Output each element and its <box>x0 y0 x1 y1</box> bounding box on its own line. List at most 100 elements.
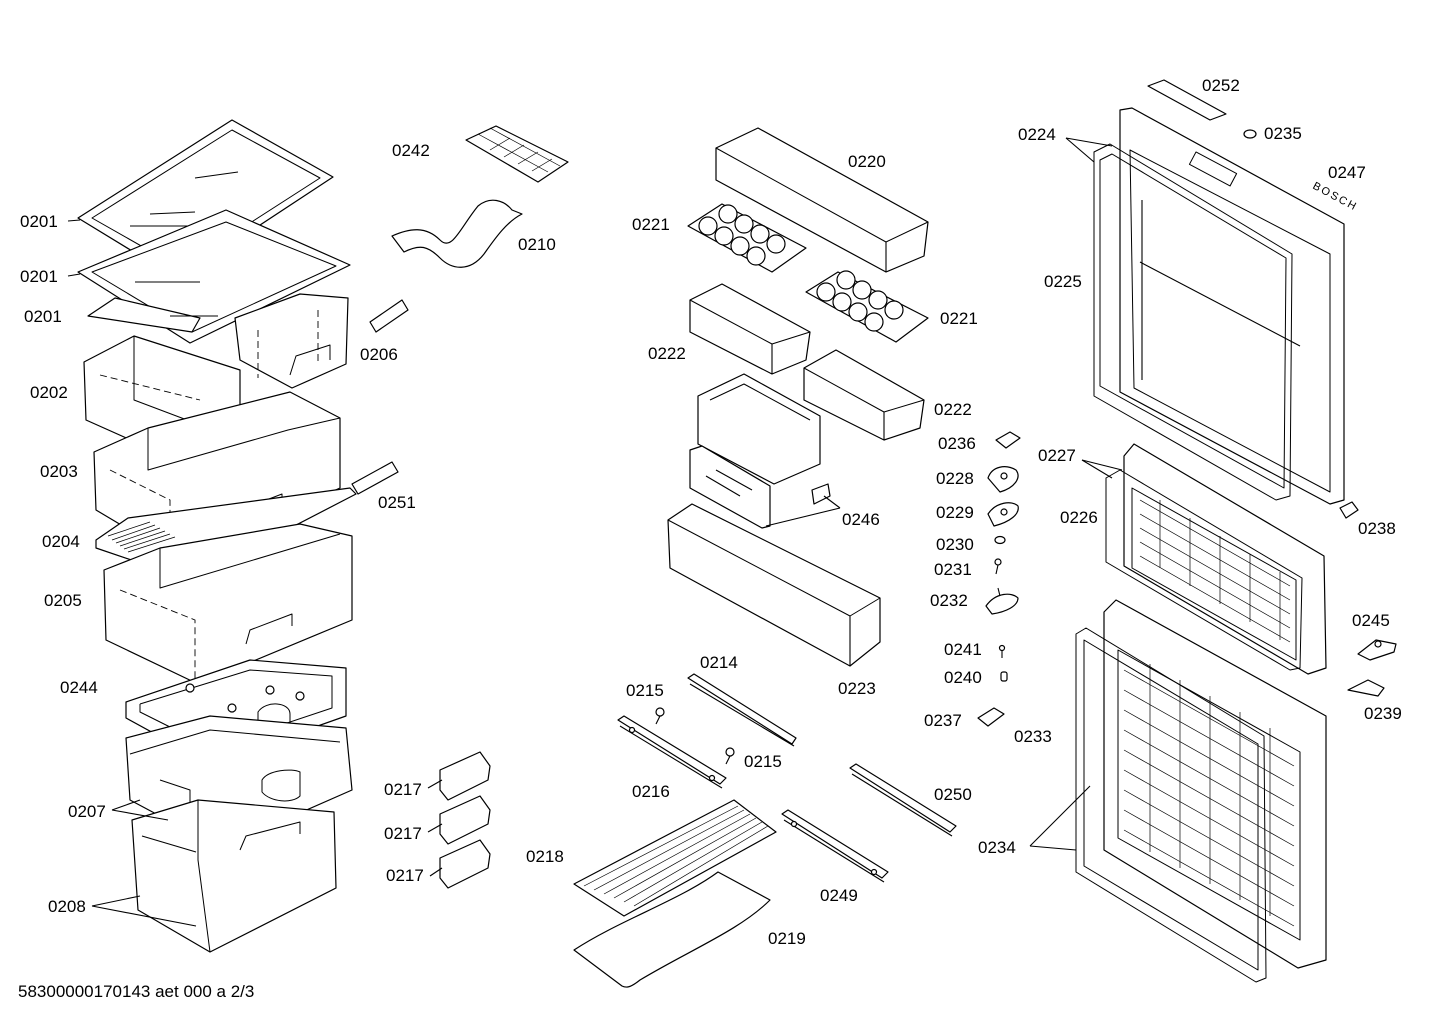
label-0221-b: 0221 <box>940 309 978 328</box>
leader-lines <box>67 137 1123 927</box>
door-shelf-0222-b <box>803 349 925 441</box>
label-0222-a: 0222 <box>648 344 686 363</box>
screw-0215-b <box>725 747 735 765</box>
label-0220: 0220 <box>848 152 886 171</box>
rail-0216 <box>617 715 727 789</box>
freezer-door-lower <box>1103 599 1327 969</box>
label-0201-b: 0201 <box>20 267 58 286</box>
label-0204: 0204 <box>42 532 80 551</box>
flap-0217-a <box>439 751 491 801</box>
label-0225: 0225 <box>1044 272 1082 291</box>
door-shelf-0220 <box>715 127 929 273</box>
dairy-compartment-0246 <box>689 373 831 529</box>
label-0246: 0246 <box>842 510 880 529</box>
label-0245: 0245 <box>1352 611 1390 630</box>
flap-0217-c <box>439 839 491 889</box>
label-0237: 0237 <box>924 711 962 730</box>
label-0208: 0208 <box>48 897 86 916</box>
handle-0252 <box>1147 79 1227 121</box>
label-0232: 0232 <box>930 591 968 610</box>
label-0229: 0229 <box>936 503 974 522</box>
flap-0217-b <box>439 795 491 845</box>
brand-bosch: BOSCH <box>1311 180 1360 214</box>
label-0251: 0251 <box>378 493 416 512</box>
hinge-0232 <box>985 587 1019 615</box>
door-gasket-0225 <box>1093 143 1293 501</box>
egg-tray-right <box>805 270 929 343</box>
document-footer: 58300000170143 aet 000 a 2/3 <box>18 982 254 1001</box>
drawer-small-back <box>234 293 349 389</box>
label-0223: 0223 <box>838 679 876 698</box>
label-0205: 0205 <box>44 591 82 610</box>
label-0233: 0233 <box>1014 727 1052 746</box>
cap-0235 <box>1243 129 1257 139</box>
label-0215-a: 0215 <box>626 681 664 700</box>
label-0247: 0247 <box>1328 163 1366 182</box>
label-0203: 0203 <box>40 462 78 481</box>
gasket-0234 <box>1075 627 1267 983</box>
label-0217-a: 0217 <box>384 780 422 799</box>
hinge-0228 <box>987 466 1019 493</box>
crisper-drawer-0205 <box>103 523 353 685</box>
rail-0249 <box>781 809 889 883</box>
screw-0215-a <box>655 707 665 725</box>
label-0217-c: 0217 <box>386 866 424 885</box>
screw-0231 <box>994 558 1002 575</box>
door-shelf-0222-a <box>689 283 811 375</box>
washer-0230 <box>994 535 1006 545</box>
freezer-door-upper <box>1123 443 1327 675</box>
divider-0206 <box>369 299 409 333</box>
label-0219: 0219 <box>768 929 806 948</box>
label-0218: 0218 <box>526 847 564 866</box>
label-0241: 0241 <box>944 640 982 659</box>
grille-0218 <box>573 799 777 917</box>
screw-0241 <box>998 644 1006 658</box>
label-0235: 0235 <box>1264 124 1302 143</box>
label-0234: 0234 <box>978 838 1016 857</box>
hinge-cap-0237 <box>977 707 1005 727</box>
label-0249: 0249 <box>820 886 858 905</box>
label-0224: 0224 <box>1018 125 1056 144</box>
label-0226: 0226 <box>1060 508 1098 527</box>
label-0207: 0207 <box>68 802 106 821</box>
bushing-0240 <box>1000 671 1008 682</box>
label-0201-a: 0201 <box>20 212 58 231</box>
divider-0251 <box>351 461 399 495</box>
label-0228: 0228 <box>936 469 974 488</box>
glass-shelf-lower <box>87 297 218 333</box>
label-0230: 0230 <box>936 535 974 554</box>
label-0215-b: 0215 <box>744 752 782 771</box>
label-0217-b: 0217 <box>384 824 422 843</box>
label-0210: 0210 <box>518 235 556 254</box>
label-0252: 0252 <box>1202 76 1240 95</box>
label-0238: 0238 <box>1358 519 1396 538</box>
label-0240: 0240 <box>944 668 982 687</box>
bottle-rack-0210 <box>391 199 523 268</box>
rail-0214 <box>687 673 797 747</box>
label-0239: 0239 <box>1364 704 1402 723</box>
label-0231: 0231 <box>934 560 972 579</box>
label-0216: 0216 <box>632 782 670 801</box>
label-0201-c: 0201 <box>24 307 62 326</box>
ice-cube-tray <box>465 125 569 183</box>
hinge-cap-0236 <box>995 431 1021 449</box>
label-0250: 0250 <box>934 785 972 804</box>
label-0202: 0202 <box>30 383 68 402</box>
rail-0250 <box>849 763 957 837</box>
label-0222-b: 0222 <box>934 400 972 419</box>
drawer-0208 <box>131 799 337 953</box>
label-0214: 0214 <box>700 653 738 672</box>
film-0219 <box>573 871 771 988</box>
label-0221-a: 0221 <box>632 215 670 234</box>
hinge-0229 <box>987 502 1019 527</box>
label-0242: 0242 <box>392 141 430 160</box>
label-0244: 0244 <box>60 678 98 697</box>
label-0236: 0236 <box>938 434 976 453</box>
cover-0239 <box>1347 679 1385 697</box>
hinge-0245 <box>1357 639 1397 661</box>
fridge-door-0247 <box>1119 107 1345 505</box>
bottle-shelf-0223 <box>667 503 881 667</box>
stop-0238 <box>1339 501 1359 519</box>
label-0206: 0206 <box>360 345 398 364</box>
